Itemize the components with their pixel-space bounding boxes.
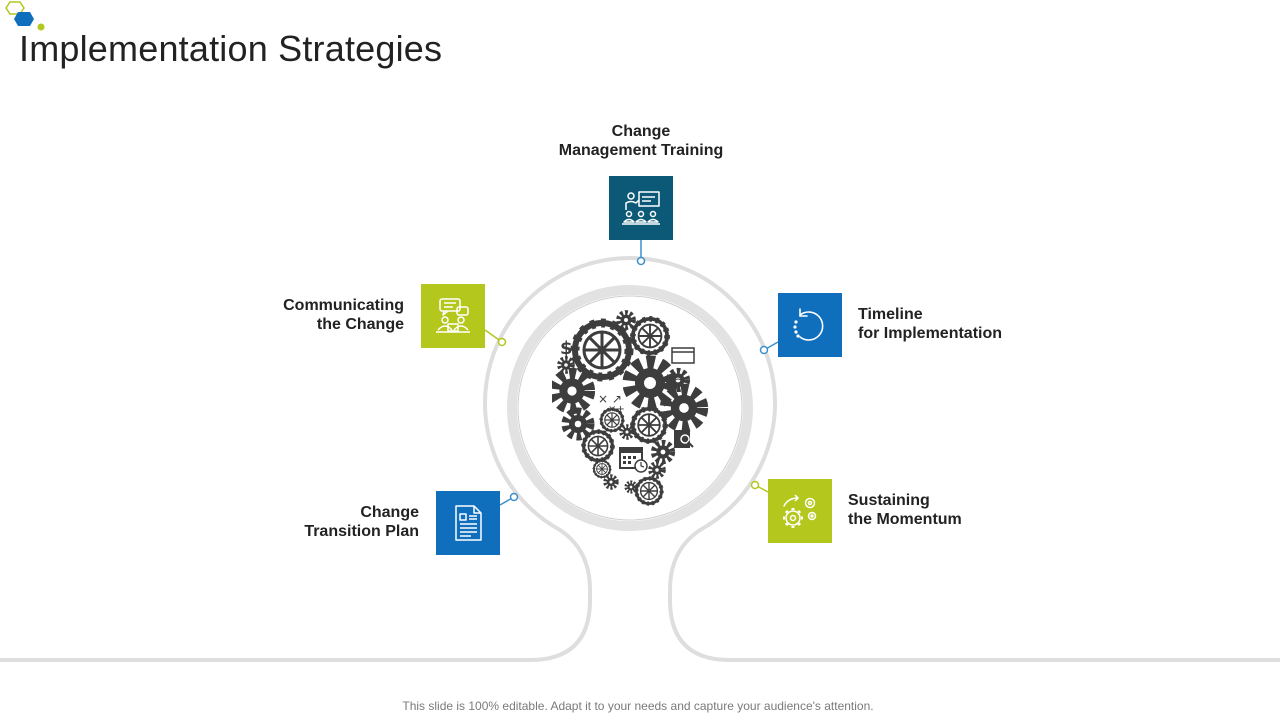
- svg-text:$: $: [560, 338, 573, 359]
- footer-note: This slide is 100% editable. Adapt it to…: [402, 699, 874, 713]
- label-communicating-line2: the Change: [316, 316, 404, 333]
- label-momentum-line2: the Momentum: [848, 511, 962, 528]
- connector-dot-momentum: [750, 480, 760, 490]
- label-timeline: Timeline for Implementation: [858, 305, 1002, 343]
- connector-dot-transition: [509, 492, 519, 502]
- label-timeline-line1: Timeline: [858, 306, 923, 323]
- label-transition-line2: Transition Plan: [304, 523, 419, 540]
- svg-text:× ↗: × ↗: [598, 392, 622, 406]
- document-icon: [455, 505, 482, 541]
- tile-transition: [436, 491, 500, 555]
- undo-arrow-icon: [793, 308, 824, 341]
- label-training-line1: Change: [611, 123, 671, 140]
- tile-training: [609, 176, 673, 240]
- tile-timeline: [778, 293, 842, 357]
- gear-cluster-icon: $ × ↗ ×+: [552, 308, 712, 508]
- label-momentum: Sustaining the Momentum: [848, 491, 962, 529]
- connector-dot-timeline: [759, 345, 769, 355]
- label-training: Change Management Training: [541, 122, 741, 160]
- page-title: Implementation Strategies: [19, 28, 443, 69]
- track-path: [0, 256, 1280, 662]
- label-communicating: Communicating the Change: [204, 296, 404, 334]
- connector-dot-communicating: [497, 337, 507, 347]
- team-chat-icon: [436, 298, 470, 333]
- logo-hexagons-icon: [5, 1, 45, 31]
- tile-momentum: [768, 479, 832, 543]
- label-transition: Change Transition Plan: [219, 503, 419, 541]
- label-communicating-line1: Communicating: [283, 297, 404, 314]
- label-momentum-line1: Sustaining: [848, 492, 930, 509]
- gears-icon: [783, 494, 817, 528]
- presentation-audience-icon: [622, 191, 660, 225]
- label-timeline-line2: for Implementation: [858, 325, 1003, 342]
- connector-dot-training: [636, 256, 646, 266]
- label-transition-line1: Change: [360, 504, 419, 521]
- tile-communicating: [421, 284, 485, 348]
- label-training-line2: Management Training: [558, 142, 724, 159]
